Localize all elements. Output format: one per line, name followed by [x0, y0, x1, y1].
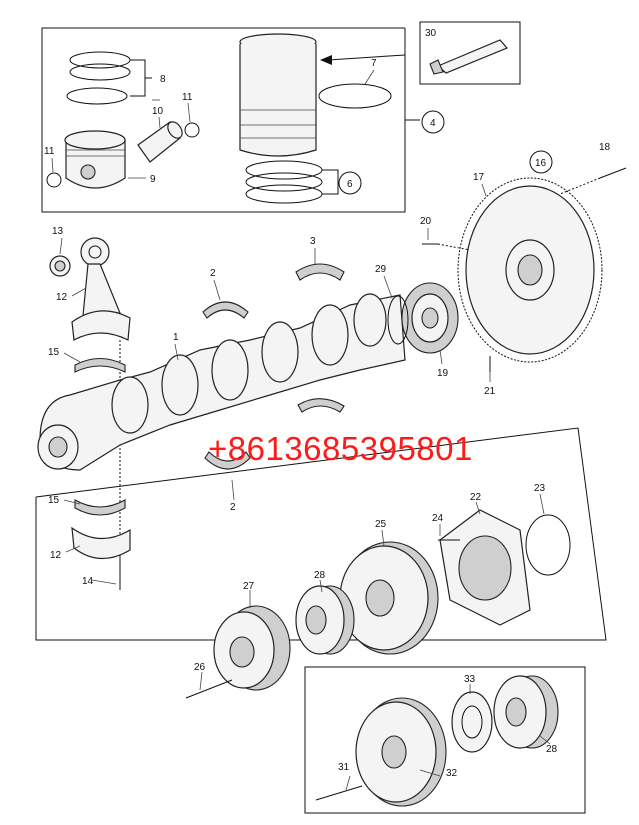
liner-orings-part: [245, 160, 323, 204]
damper-alt-part: [355, 697, 447, 807]
label-31: 31: [338, 762, 350, 773]
pulley-part: [213, 605, 291, 691]
label-8: 8: [160, 74, 166, 85]
label-11: 11: [44, 146, 55, 157]
label-17: 17: [473, 172, 485, 183]
label-18: 18: [599, 142, 611, 153]
front-group-frame: [35, 427, 607, 641]
label-1: 1: [173, 332, 179, 343]
vibration-damper-part: [339, 541, 439, 655]
circlip-part: [184, 122, 200, 138]
damper-bolt-part: [315, 785, 363, 801]
bearing-shell-part: [74, 499, 126, 516]
label-14: 14: [82, 576, 94, 587]
main-bearing-part: [204, 451, 251, 470]
label-33: 33: [464, 674, 476, 685]
label-11: 11: [182, 92, 193, 103]
callout-circle-16: [529, 150, 553, 174]
seal-ring-part: [387, 295, 409, 345]
label-21: 21: [484, 386, 496, 397]
liner-seal-part: [318, 83, 392, 109]
hub-part: [295, 585, 355, 655]
piston-rings-part: [66, 51, 131, 105]
alternative-damper-frame: [304, 666, 586, 814]
watermark-phone: +8613685395801: [208, 430, 473, 467]
label-2: 2: [210, 268, 216, 279]
hub-alt-part: [493, 675, 559, 749]
label-28: 28: [314, 570, 326, 581]
pulley-bolt-part: [185, 679, 233, 699]
label-6: 6: [347, 179, 353, 190]
crank-gear-part: [401, 282, 459, 354]
callout-circle-4: [421, 110, 445, 134]
piston-pin-part: [137, 121, 183, 163]
label-32: 32: [446, 768, 458, 779]
crankshaft-part: [37, 293, 406, 471]
flywheel-part: [457, 177, 603, 363]
label-30: 30: [425, 28, 437, 39]
crankshaft-seal-part: [525, 514, 571, 576]
flywheel-bolt-part: [599, 167, 627, 179]
timing-cover-part: [439, 509, 531, 626]
bearing-shell-part: [74, 357, 126, 373]
main-bearing-part: [202, 301, 249, 319]
label-27: 27: [243, 581, 255, 592]
leader-lines: [51, 69, 551, 791]
label-23: 23: [534, 483, 546, 494]
label-12: 12: [50, 550, 62, 561]
label-15: 15: [48, 495, 60, 506]
label-15: 15: [48, 347, 60, 358]
callout-circle-6: [338, 171, 362, 195]
label-16: 16: [535, 158, 547, 169]
label-19: 19: [437, 368, 449, 379]
bushing-part: [49, 255, 71, 277]
thrust-bearing-part: [297, 398, 345, 413]
label-2: 2: [230, 502, 236, 513]
rod-cap-part: [71, 526, 131, 560]
cylinder-liner-part: [239, 33, 317, 157]
label-22: 22: [470, 492, 482, 503]
label-26: 26: [194, 662, 206, 673]
sealant-tube-part: [429, 39, 509, 75]
label-29: 29: [375, 264, 387, 275]
label-20: 20: [420, 216, 432, 227]
label-9: 9: [150, 174, 156, 185]
label-25: 25: [375, 519, 387, 530]
main-bearing-part: [295, 263, 345, 281]
connecting-rod-part: [71, 237, 131, 341]
label-13: 13: [52, 226, 64, 237]
spacer-ring-part: [451, 691, 493, 753]
label-28: 28: [546, 744, 558, 755]
label-4: 4: [430, 118, 436, 129]
label-7: 7: [371, 58, 377, 69]
sealant-box: [419, 21, 521, 85]
label-12: 12: [56, 292, 68, 303]
piston-part: [64, 130, 126, 189]
circlip-part: [46, 172, 62, 188]
label-3: 3: [310, 236, 316, 247]
label-24: 24: [432, 513, 444, 524]
label-10: 10: [152, 106, 164, 117]
